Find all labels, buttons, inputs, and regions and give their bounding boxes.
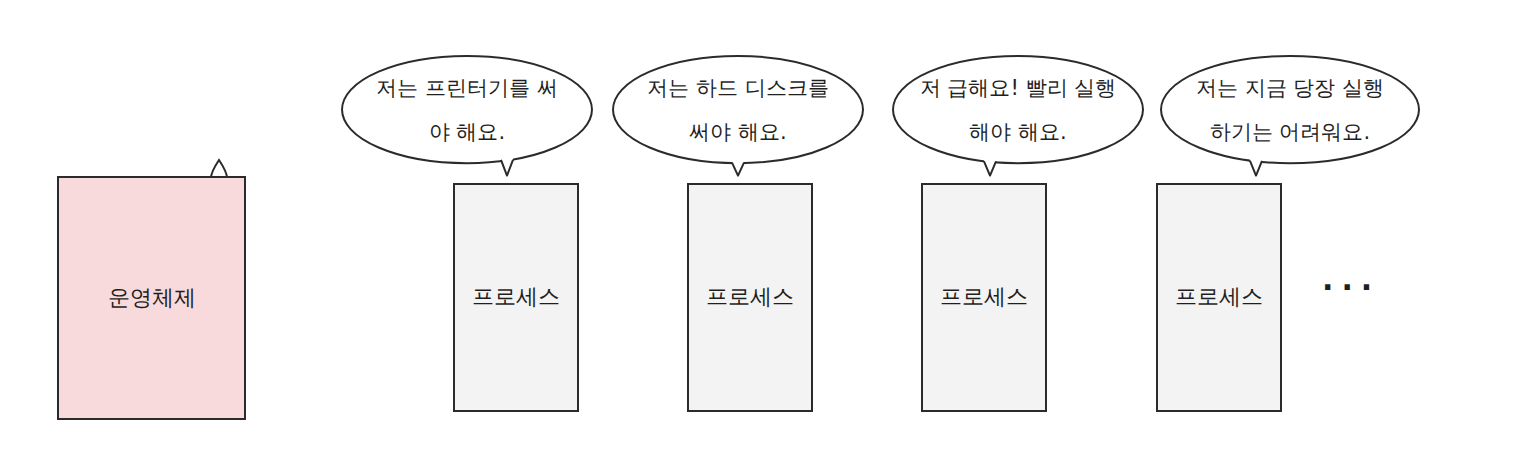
bubble-tail <box>501 160 513 176</box>
speech-text: 저는 프린터기를 써야 해요. <box>367 66 567 154</box>
speech-text: 저는 하드 디스크를 써야 해요. <box>638 66 838 154</box>
bubble-tail <box>984 162 996 176</box>
speech-bubble: 저는 하드 디스크를 써야 해요. <box>611 54 865 165</box>
box-label: 운영체제 <box>108 284 196 313</box>
bubble-outline <box>340 54 594 165</box>
box-label: 프로세스 <box>940 283 1028 312</box>
speech-bubble: 저 급해요! 빨리 실행해야 해요. <box>891 54 1145 165</box>
speech-bubble: 저는 지금 당장 실행하기는 어려워요. <box>1159 54 1421 165</box>
box-label: 프로세스 <box>472 283 560 312</box>
bubble-tail-fill <box>983 158 997 176</box>
process-box: 프로세스 <box>921 183 1047 412</box>
bubble-tail <box>732 163 744 176</box>
bubble-ellipse <box>893 56 1143 163</box>
box-label: 프로세스 <box>706 283 794 312</box>
os-box: 운영체제 <box>57 176 246 420</box>
speech-text: 저는 지금 당장 실행하기는 어려워요. <box>1190 66 1390 154</box>
process-box: 프로세스 <box>453 183 579 412</box>
bubble-outline <box>611 54 865 165</box>
bubble-tail <box>1250 161 1262 176</box>
bubble-ellipse <box>613 56 863 163</box>
bubble-ellipse <box>342 56 592 163</box>
process-box: 프로세스 <box>687 183 813 412</box>
ellipsis-mark: ... <box>1322 262 1380 297</box>
box-label: 프로세스 <box>1175 283 1263 312</box>
bubble-ellipse <box>1161 56 1419 163</box>
bubble-outline <box>891 54 1145 165</box>
speech-bubble: 저는 프린터기를 써야 해요. <box>340 54 594 165</box>
process-box: 프로세스 <box>1156 183 1282 412</box>
bubble-tail-fill <box>1249 158 1263 176</box>
bubble-tail-fill <box>500 157 514 176</box>
speech-text: 저 급해요! 빨리 실행해야 해요. <box>918 66 1118 154</box>
bubble-outline <box>1159 54 1421 165</box>
bubble-tail-fill <box>731 160 745 176</box>
